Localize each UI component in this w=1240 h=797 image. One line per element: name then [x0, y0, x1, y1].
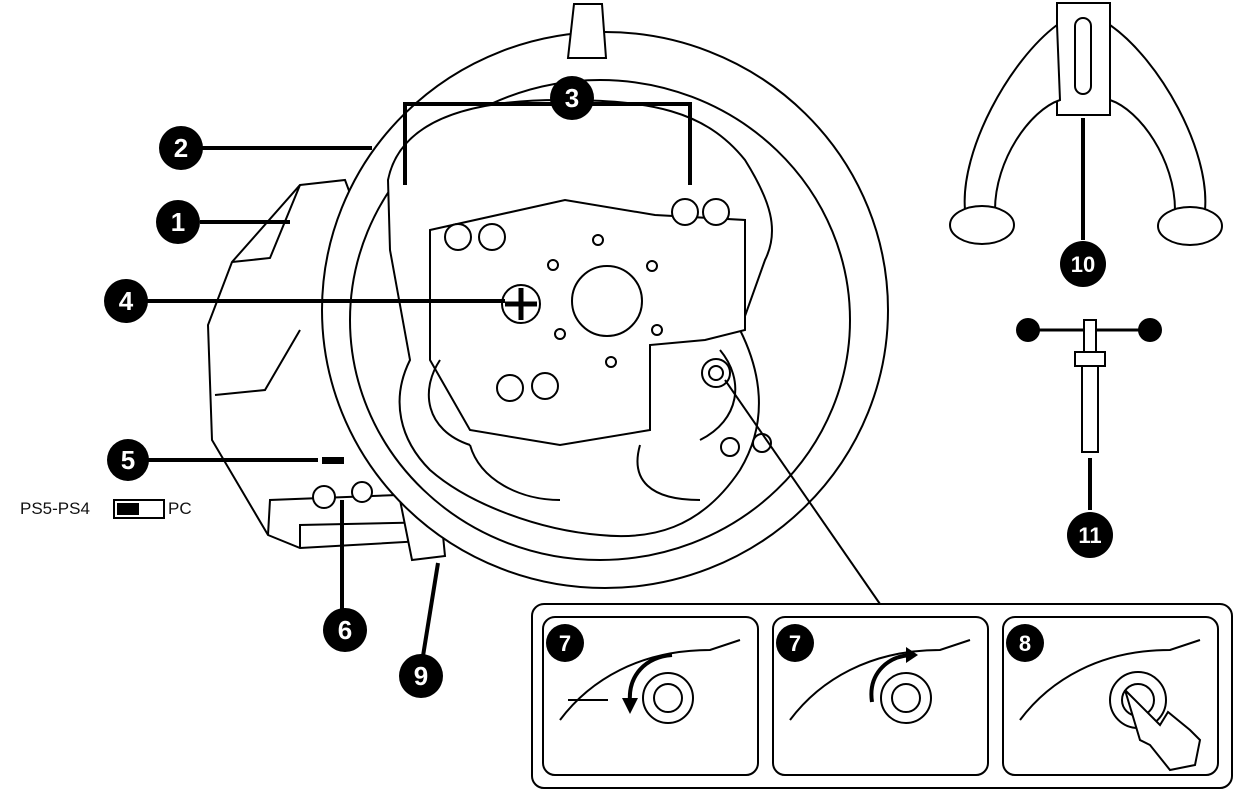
hub-center — [572, 266, 642, 336]
rotary-inset-panel — [532, 604, 1232, 788]
callout-2: 2 — [159, 126, 203, 170]
callout-3-label: 3 — [565, 83, 579, 113]
mode-switch-slot — [322, 457, 344, 464]
callout-9: 9 — [399, 654, 443, 698]
callout-6-label: 6 — [338, 615, 352, 645]
callout-5-label: 5 — [121, 445, 135, 475]
callout-2-label: 2 — [174, 133, 188, 163]
base-button-right — [352, 482, 372, 502]
callout-7b: 7 — [776, 624, 814, 662]
dpad-icon — [502, 285, 540, 323]
callout-4-label: 4 — [119, 286, 134, 316]
stand-accessory — [950, 3, 1222, 245]
callout-4: 4 — [104, 279, 148, 323]
clamp-accessory — [1016, 318, 1162, 452]
callout-7b-label: 7 — [789, 631, 801, 656]
callout-10-label: 10 — [1071, 252, 1095, 277]
callout-1: 1 — [156, 200, 200, 244]
base-button-left — [313, 486, 335, 508]
rim-marker — [568, 4, 606, 58]
switch-knob — [117, 503, 139, 515]
wheel-hub — [388, 100, 772, 536]
callout-10: 10 — [1060, 241, 1106, 287]
callout-11: 11 — [1067, 512, 1113, 558]
callout-5: 5 — [107, 439, 149, 481]
callout-11-label: 11 — [1078, 523, 1101, 548]
callout-8-label: 8 — [1019, 631, 1031, 656]
switch-label-ps: PS5-PS4 — [20, 499, 90, 518]
callout-8: 8 — [1006, 624, 1044, 662]
callout-1-label: 1 — [171, 207, 185, 237]
callout-7a-label: 7 — [559, 631, 571, 656]
switch-label-pc: PC — [168, 499, 192, 518]
callout-7a: 7 — [546, 624, 584, 662]
callout-3: 3 — [550, 76, 594, 120]
mode-switch: PS5-PS4 PC — [20, 499, 192, 518]
callout-9-label: 9 — [414, 661, 428, 691]
callout-6: 6 — [323, 608, 367, 652]
